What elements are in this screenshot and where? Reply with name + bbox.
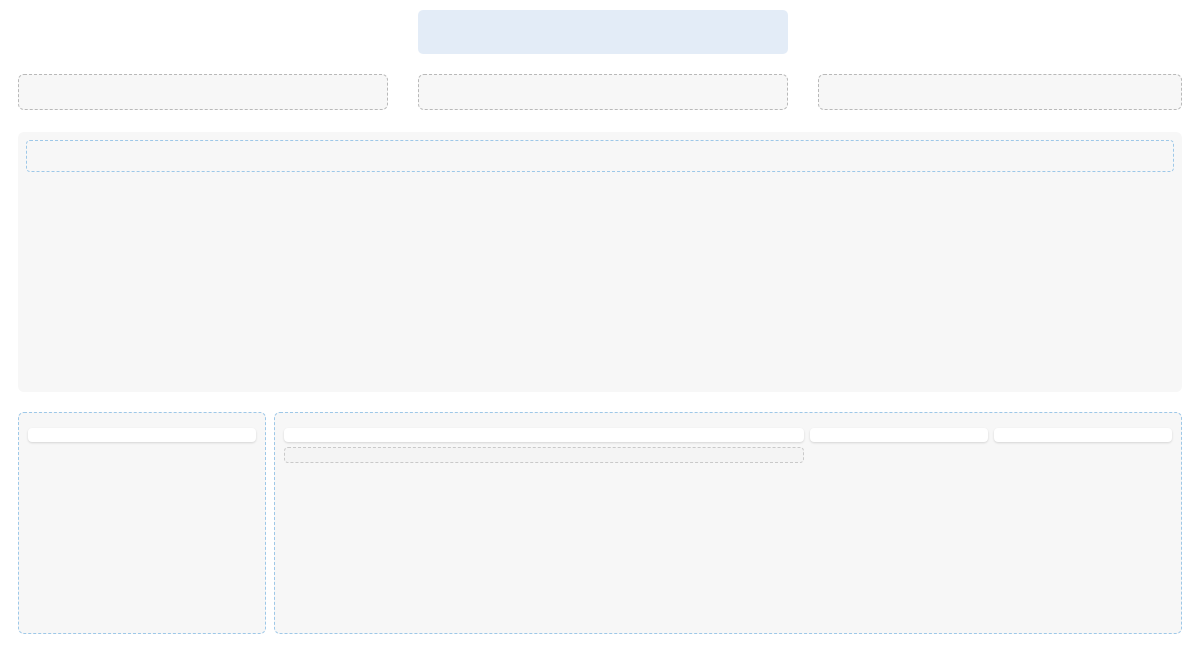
leader-group-panel [18,412,266,634]
exec-group-panel [274,412,1182,634]
management-columns [26,180,1174,382]
role-head-project-member[interactable] [994,428,1172,442]
role-head-bank-leader[interactable] [28,428,256,442]
experts-panel [18,132,1182,392]
exec-group-title [284,420,1172,428]
report-box-monthly [418,74,788,110]
exec-columns [284,428,1172,624]
regulator-box [418,10,788,54]
project-member-column [994,428,1172,624]
role-head-project-manager[interactable] [810,428,988,442]
project-manager-column [810,428,988,624]
task-global-process-control[interactable] [284,447,804,463]
experts-band [26,140,1174,172]
report-box-acceptance [818,74,1182,110]
report-box-plan [18,74,388,110]
bottom-section [18,412,1182,634]
role-head-program-manager[interactable] [284,428,804,442]
leader-group-title [28,420,256,428]
program-manager-column [284,428,804,624]
